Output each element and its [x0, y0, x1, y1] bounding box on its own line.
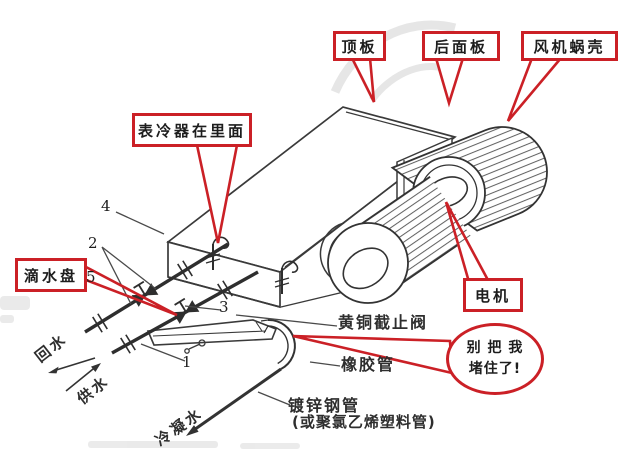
callout-top-plate: 顶板 — [333, 31, 386, 61]
flow-arrows — [48, 357, 101, 392]
near-fan-scroll — [327, 175, 471, 304]
marker-5: 5 — [86, 268, 96, 286]
pipe-union — [120, 334, 136, 354]
label-galvanized-pipe: 镀锌钢管 — [288, 396, 361, 415]
pipe-union — [217, 280, 233, 300]
callout-cooler-inside: 表冷器在里面 — [132, 113, 252, 147]
marker-2: 2 — [88, 234, 98, 252]
callout-tails — [85, 56, 564, 375]
marker-4: 4 — [101, 197, 111, 215]
speech-bubble-line1: 别 把 我 — [466, 340, 524, 356]
callout-rear-panel: 后面板 — [422, 31, 500, 61]
label-rubber-hose: 橡胶管 — [341, 355, 396, 374]
speech-bubble: 别 把 我 堵住了! — [446, 323, 544, 395]
marker-1: 1 — [182, 353, 192, 371]
drip-pan-tray — [146, 319, 278, 354]
marker-3: 3 — [219, 298, 229, 316]
drain-fitting — [184, 339, 206, 354]
callout-drip-pan: 滴水盘 — [15, 258, 87, 292]
label-brass-stop-valve: 黄铜截止阀 — [338, 313, 429, 332]
condensate-drain — [186, 318, 296, 436]
piping — [84, 236, 299, 355]
pipe-union — [177, 260, 193, 280]
label-pvc-alternative: (或聚氯乙烯塑料管) — [292, 413, 436, 431]
leader-lines — [101, 211, 341, 406]
callout-motor: 电机 — [463, 278, 523, 312]
paper-smudges — [0, 296, 300, 449]
callout-fan-volute: 风机蜗壳 — [521, 31, 618, 61]
speech-bubble-line2: 堵住了! — [468, 361, 522, 377]
pipe-union — [92, 313, 108, 333]
